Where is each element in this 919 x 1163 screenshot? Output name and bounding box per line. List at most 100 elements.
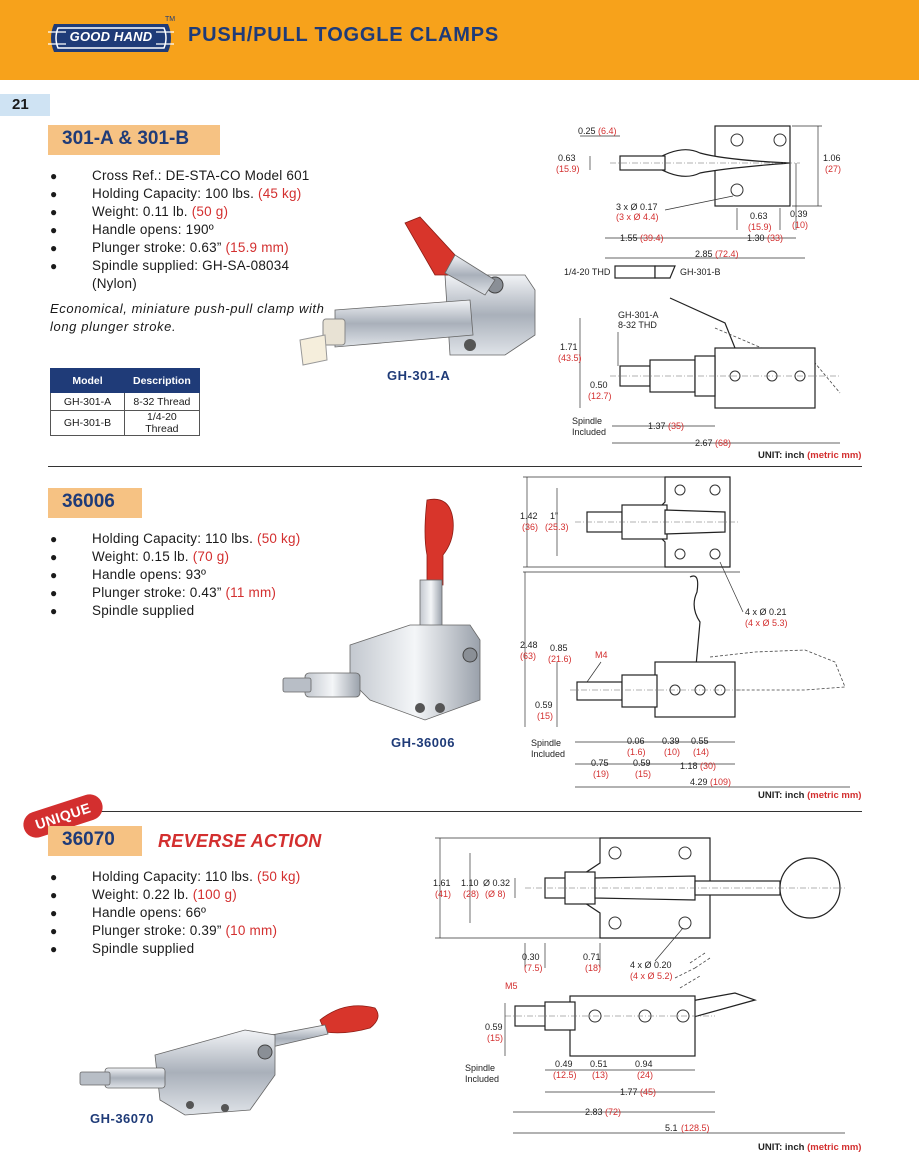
svg-text:5.1: 5.1: [665, 1123, 678, 1133]
svg-text:Included: Included: [572, 427, 606, 437]
technical-drawing-36070: 1.61(41) 1.10(28) Ø 0.32(Ø 8) 0.30(7.5) …: [433, 837, 845, 1134]
svg-text:(63): (63): [520, 651, 536, 661]
svg-text:0.55: 0.55: [691, 736, 709, 746]
table-header-description: Description: [124, 368, 200, 393]
svg-text:(43.5): (43.5): [558, 353, 582, 363]
svg-text:(14): (14): [693, 747, 709, 757]
spec-item: ●Spindle supplied: [50, 603, 195, 618]
svg-text:(13): (13): [592, 1070, 608, 1080]
svg-text:(41): (41): [435, 889, 451, 899]
product-label-301: GH-301-A: [387, 368, 451, 383]
svg-text:0.75: 0.75: [591, 758, 609, 768]
logo-badge-icon: [48, 24, 174, 52]
spec-item: ●Handle opens: 190º: [50, 222, 214, 237]
svg-text:Ø 0.32: Ø 0.32: [483, 878, 510, 888]
svg-text:(35): (35): [668, 421, 684, 431]
clamp-301-photo: [299, 216, 536, 366]
svg-text:(27): (27): [825, 164, 841, 174]
svg-text:0.85: 0.85: [550, 643, 568, 653]
table-row: GH-301-A 8-32 Thread: [50, 392, 200, 411]
svg-text:(21.6): (21.6): [548, 654, 572, 664]
spec-item: ●Plunger stroke: 0.63” (15.9 mm): [50, 240, 289, 255]
svg-text:1”: 1”: [550, 511, 558, 521]
svg-text:1.10: 1.10: [461, 878, 479, 888]
product-label-36070: GH-36070: [90, 1111, 154, 1126]
svg-text:M4: M4: [595, 650, 608, 660]
svg-text:(24): (24): [637, 1070, 653, 1080]
svg-text:0.30: 0.30: [522, 952, 540, 962]
svg-text:GH-301-B: GH-301-B: [680, 267, 721, 277]
model-table: Model Description GH-301-A 8-32 Thread G…: [50, 368, 200, 436]
svg-text:8-32 THD: 8-32 THD: [618, 320, 657, 330]
svg-text:4.29: 4.29: [690, 777, 708, 787]
svg-text:Included: Included: [465, 1074, 499, 1084]
clamp-36070-photo: [79, 1005, 379, 1116]
svg-text:(15): (15): [487, 1033, 503, 1043]
svg-text:(33): (33): [767, 233, 783, 243]
svg-text:GH-301-A: GH-301-A: [618, 310, 659, 320]
section-title-36006: 36006: [48, 488, 142, 518]
product-description: Economical, miniature push-pull clamp wi…: [50, 301, 325, 334]
svg-text:4 x Ø 0.21: 4 x Ø 0.21: [745, 607, 787, 617]
svg-text:(68): (68): [715, 438, 731, 448]
good-hand-logo: GOOD HAND: [48, 18, 174, 58]
svg-text:1.42: 1.42: [520, 511, 538, 521]
svg-text:(72.4): (72.4): [715, 249, 739, 259]
svg-text:(72): (72): [605, 1107, 621, 1117]
svg-text:Included: Included: [531, 749, 565, 759]
svg-text:1.71: 1.71: [560, 342, 578, 352]
svg-text:(10): (10): [664, 747, 680, 757]
svg-text:0.49: 0.49: [555, 1059, 573, 1069]
svg-text:(15): (15): [537, 711, 553, 721]
spec-item-continued: (Nylon): [92, 276, 137, 291]
svg-text:(3 x Ø 4.4): (3 x Ø 4.4): [616, 212, 659, 222]
svg-text:2.85: 2.85: [695, 249, 713, 259]
svg-text:(19): (19): [593, 769, 609, 779]
svg-text:0.51: 0.51: [590, 1059, 608, 1069]
spec-list-36070: ●Holding Capacity: 110 lbs. (50 kg) ●Wei…: [50, 868, 300, 958]
svg-text:(15.9): (15.9): [748, 222, 772, 232]
unit-note: UNIT: inch (metric mm): [758, 790, 862, 801]
svg-text:Spindle: Spindle: [531, 738, 561, 748]
svg-text:0.25: 0.25: [578, 126, 596, 136]
svg-text:1.06: 1.06: [823, 153, 841, 163]
svg-text:0.50: 0.50: [590, 380, 608, 390]
spec-item: ●Handle opens: 93º: [50, 567, 207, 582]
technical-drawing-301: 0.25(6.4) 0.63(15.9) 1.06(27) 3 x Ø 0.17…: [556, 125, 841, 448]
svg-text:1/4-20 THD: 1/4-20 THD: [564, 267, 611, 277]
svg-text:2.67: 2.67: [695, 438, 713, 448]
page-title: PUSH/PULL TOGGLE CLAMPS: [188, 24, 500, 46]
svg-text:1.37: 1.37: [648, 421, 666, 431]
logo-text: GOOD HAND: [69, 29, 153, 44]
svg-text:0.06: 0.06: [627, 736, 645, 746]
svg-text:0.94: 0.94: [635, 1059, 653, 1069]
svg-text:0.39: 0.39: [662, 736, 680, 746]
svg-text:4 x Ø 0.20: 4 x Ø 0.20: [630, 960, 672, 970]
svg-text:2.48: 2.48: [520, 640, 538, 650]
section-divider: [48, 466, 862, 467]
page-header: GOOD HAND TM PUSH/PULL TOGGLE CLAMPS: [0, 0, 919, 80]
spec-item: ●Holding Capacity: 110 lbs. (50 kg): [50, 531, 301, 546]
svg-text:1.55: 1.55: [620, 233, 638, 243]
svg-text:0.39: 0.39: [790, 209, 808, 219]
svg-text:0.63: 0.63: [558, 153, 576, 163]
spec-item: ●Cross Ref.: DE-STA-CO Model 601: [50, 168, 310, 183]
svg-text:(10): (10): [792, 220, 808, 230]
svg-text:(Ø 8): (Ø 8): [485, 889, 506, 899]
spec-item: ●Handle opens: 66º: [50, 905, 207, 920]
section-divider: [48, 811, 862, 812]
svg-text:(4 x Ø 5.2): (4 x Ø 5.2): [630, 971, 673, 981]
section-title-301: 301-A & 301-B: [48, 125, 220, 155]
spec-item: ●Spindle supplied: GH-SA-08034: [50, 258, 290, 273]
section-subtitle: REVERSE ACTION: [158, 831, 322, 851]
svg-text:(15): (15): [635, 769, 651, 779]
svg-text:(45): (45): [640, 1087, 656, 1097]
unit-note: UNIT: inch (metric mm): [758, 450, 862, 461]
svg-text:(109): (109): [710, 777, 731, 787]
trademark-mark: TM: [165, 16, 176, 23]
spec-item: ●Plunger stroke: 0.39” (10 mm): [50, 923, 278, 938]
spec-item: ●Spindle supplied: [50, 941, 195, 956]
svg-text:(12.5): (12.5): [553, 1070, 577, 1080]
clamp-36006-photo: [282, 498, 481, 721]
svg-text:1.18: 1.18: [680, 761, 698, 771]
